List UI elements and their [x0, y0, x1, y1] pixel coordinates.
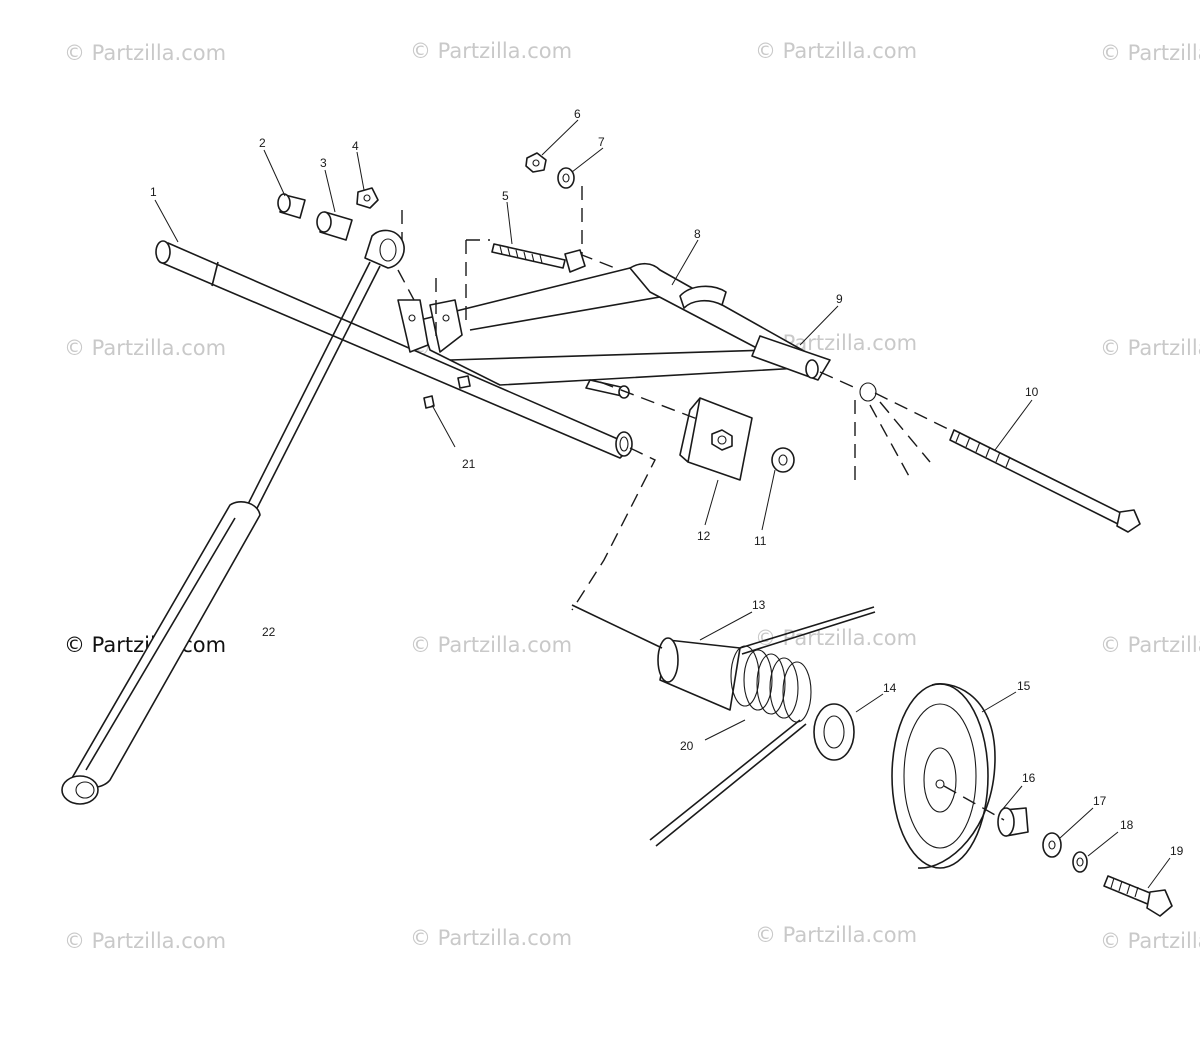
callout-12: 12 — [697, 529, 711, 543]
watermark: © Partzilla.com — [1100, 336, 1200, 360]
part-3-bushing — [316, 211, 353, 241]
part-1-front-arm-shaft — [155, 240, 633, 459]
part-5-bolt — [491, 243, 586, 273]
callout-13: 13 — [752, 598, 766, 612]
watermark: © Partzilla.com — [410, 633, 572, 657]
part-18-lock-washer — [1072, 851, 1088, 873]
part-14-washer — [813, 703, 855, 761]
part-8-a-arm — [397, 262, 831, 399]
callout-20: 20 — [680, 739, 694, 753]
part-4-nut — [356, 187, 379, 209]
part-6-nut — [525, 152, 547, 173]
callout-18: 18 — [1120, 818, 1134, 832]
part-20-torsion-spring — [649, 606, 876, 847]
callout-22: 22 — [262, 625, 276, 639]
watermark: © Partzilla.com — [1100, 633, 1200, 657]
watermark: © Partzilla.com — [64, 336, 226, 360]
callout-7: 7 — [598, 135, 605, 149]
part-10-long-bolt — [949, 429, 1141, 533]
callout-3: 3 — [320, 156, 327, 170]
assembly-lines — [397, 186, 1005, 821]
part-19-bolt — [1103, 875, 1173, 917]
watermark: © Partzilla.com — [1100, 929, 1200, 953]
watermark: © Partzilla.com — [410, 39, 572, 63]
watermark: © Partzilla.com — [755, 39, 917, 63]
part-21-fasteners — [423, 375, 471, 409]
callout-15: 15 — [1017, 679, 1031, 693]
callout-numbers: 1 2 3 4 5 6 7 8 9 10 11 12 13 14 15 16 1… — [150, 107, 1184, 858]
callout-11: 11 — [754, 534, 767, 548]
callout-9: 9 — [836, 292, 843, 306]
part-17-washer — [1042, 832, 1062, 858]
callout-19: 19 — [1170, 844, 1184, 858]
callout-4: 4 — [352, 139, 359, 153]
part-7-washer — [557, 167, 575, 189]
callout-10: 10 — [1025, 385, 1039, 399]
watermark: © Partzilla.com — [1100, 41, 1200, 65]
callout-1: 1 — [150, 185, 157, 199]
part-16-spacer — [997, 807, 1029, 837]
watermark: © Partzilla.com — [755, 626, 917, 650]
part-11-washer — [771, 447, 795, 473]
watermark: © Partzilla.com — [755, 923, 917, 947]
leader-lines — [154, 119, 1171, 889]
part-22-shock-absorber — [61, 229, 405, 805]
callout-16: 16 — [1022, 771, 1036, 785]
callout-17: 17 — [1093, 794, 1107, 808]
part-15-idler-wheel — [891, 683, 996, 869]
watermark: © Partzilla.com — [410, 926, 572, 950]
callout-5: 5 — [502, 189, 509, 203]
callout-6: 6 — [574, 107, 581, 121]
part-13-sleeve — [657, 637, 741, 711]
watermark: © Partzilla.com — [64, 41, 226, 65]
callout-14: 14 — [883, 681, 897, 695]
watermarks: © Partzilla.com © Partzilla.com © Partzi… — [64, 39, 1200, 953]
watermark: © Partzilla.com — [64, 929, 226, 953]
callout-8: 8 — [694, 227, 701, 241]
callout-21: 21 — [462, 457, 476, 471]
part-2-bushing — [277, 193, 306, 219]
part-12-pivot-block — [679, 397, 753, 481]
callout-2: 2 — [259, 136, 266, 150]
